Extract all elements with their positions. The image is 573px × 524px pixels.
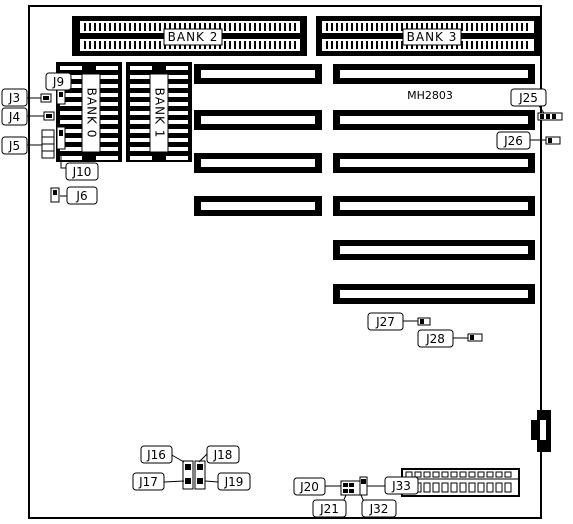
- label-j10-text: J10: [72, 165, 92, 179]
- power-connector: [401, 468, 520, 497]
- label-j18-text: J18: [213, 448, 233, 462]
- label-j10: J10: [65, 162, 99, 181]
- expansion-slot: [333, 240, 535, 260]
- label-j9: J9: [45, 72, 72, 91]
- label-j5: J5: [1, 136, 28, 155]
- expansion-slot: [194, 64, 322, 84]
- bank-1-label-box: [149, 73, 169, 153]
- bank-2-label: BANK 2: [168, 30, 219, 44]
- label-j3: J3: [1, 88, 28, 107]
- label-j27: J27: [367, 312, 404, 331]
- label-j6-text: J6: [75, 189, 87, 203]
- label-j3-text: J3: [8, 91, 20, 105]
- j10-header: [56, 126, 66, 150]
- label-j26: J26: [496, 131, 531, 150]
- label-j32-text: J32: [369, 502, 389, 516]
- expansion-slots-left: [194, 64, 322, 216]
- bank-3-sockets: BANK 3: [316, 16, 541, 56]
- expansion-slot: [333, 284, 535, 304]
- bank-2-sockets: BANK 2: [72, 16, 307, 56]
- bank-3-label-box: [402, 28, 462, 46]
- bank-3-label: BANK 3: [407, 30, 458, 44]
- keyboard-connector: [531, 410, 551, 452]
- label-j26-text: J26: [503, 134, 523, 148]
- label-j20-text: J20: [299, 480, 319, 494]
- label-j19: J19: [217, 472, 251, 491]
- label-j5-text: J5: [8, 139, 20, 153]
- label-j18: J18: [206, 445, 240, 464]
- label-j21-text: J21: [319, 502, 339, 516]
- label-j28: J28: [417, 329, 454, 348]
- label-j33: J33: [384, 476, 419, 495]
- label-j4: J4: [1, 107, 28, 126]
- label-j4-text: J4: [8, 110, 20, 124]
- expansion-slot: [194, 153, 322, 173]
- label-j20: J20: [293, 477, 326, 496]
- label-j19-text: J19: [224, 475, 244, 489]
- expansion-slot: [194, 110, 322, 130]
- label-j33-text: J33: [391, 479, 411, 493]
- expansion-slots-right: [333, 64, 535, 304]
- label-j9-text: J9: [52, 75, 64, 89]
- bank-0-label-box: [81, 73, 101, 153]
- label-j16: J16: [140, 445, 173, 464]
- bank-0-label: BANK 0: [85, 88, 99, 139]
- expansion-slot: [333, 153, 535, 173]
- label-j25: J25: [510, 88, 547, 107]
- jumper-headers: [40, 89, 563, 496]
- j16-j17-header: [182, 460, 194, 490]
- label-j25-text: J25: [518, 91, 538, 105]
- bank-1-sockets: BANK 1: [126, 62, 192, 162]
- label-j32: J32: [361, 499, 397, 518]
- label-j17: J17: [132, 472, 165, 491]
- jumper-labels: J3 J4 J5 J9 J10 J6 J16 J17: [1, 72, 547, 518]
- bank-1-label: BANK 1: [153, 88, 167, 139]
- expansion-slot: [194, 196, 322, 216]
- expansion-slot: [333, 64, 535, 84]
- bank-2-label-box: [163, 28, 223, 46]
- label-j6: J6: [66, 186, 98, 205]
- board-model: MH2803: [407, 89, 453, 102]
- label-j17-text: J17: [138, 475, 158, 489]
- expansion-slot: [333, 196, 535, 216]
- label-j16-text: J16: [146, 448, 166, 462]
- label-j27-text: J27: [375, 315, 395, 329]
- label-j28-text: J28: [425, 332, 445, 346]
- expansion-slot: [333, 110, 535, 130]
- label-j21: J21: [312, 499, 347, 518]
